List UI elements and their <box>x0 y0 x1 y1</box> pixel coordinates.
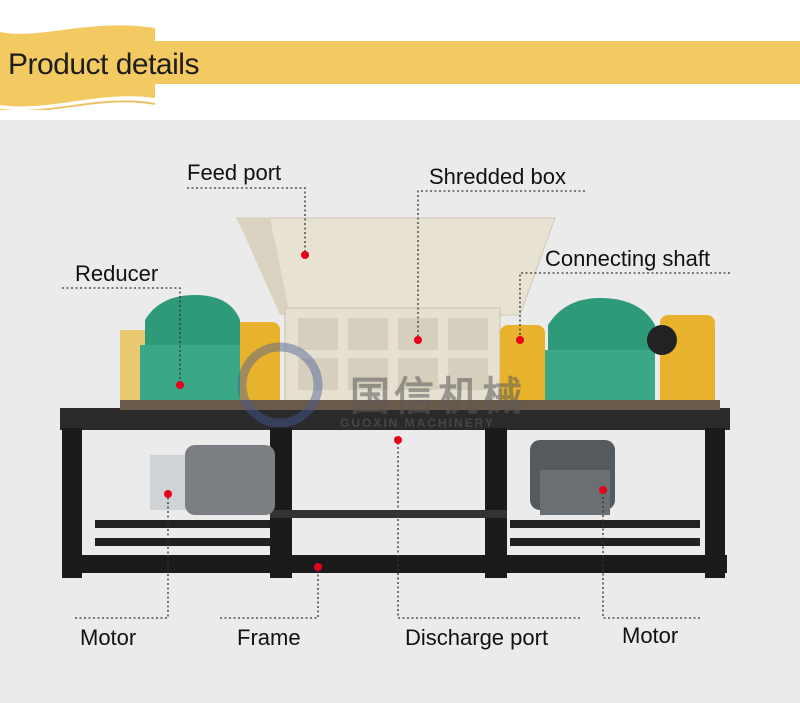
label-discharge-port: Discharge port <box>405 625 549 650</box>
label-motor-left: Motor <box>80 625 137 650</box>
label-connecting-shaft: Connecting shaft <box>545 246 711 271</box>
product-photo: 国信机械 GUOXIN MACHINERY Feed port Shredded… <box>0 120 800 703</box>
watermark-brand-cn: 国信机械 <box>350 375 526 419</box>
label-frame: Frame <box>237 625 301 650</box>
header: Product details <box>0 0 800 120</box>
watermark-logo <box>237 342 323 428</box>
page-title: Product details <box>8 48 199 81</box>
discharge-port-marker <box>394 436 402 444</box>
header-band <box>150 41 800 84</box>
label-motor-right: Motor <box>622 623 679 648</box>
label-feed-port: Feed port <box>187 160 282 185</box>
label-shredded-box: Shredded box <box>429 164 566 189</box>
watermark-brand-en: GUOXIN MACHINERY <box>340 416 495 430</box>
shredded-box-marker <box>414 336 422 344</box>
frame-marker <box>314 563 322 571</box>
title-banner <box>0 25 156 110</box>
feed-port-marker <box>301 251 309 259</box>
motor-right-marker <box>599 486 607 494</box>
reducer-marker <box>176 381 184 389</box>
connecting-shaft-marker <box>516 336 524 344</box>
label-reducer: Reducer <box>75 261 159 286</box>
motor-left-marker <box>164 490 172 498</box>
shredder-machine-illustration <box>60 187 730 619</box>
